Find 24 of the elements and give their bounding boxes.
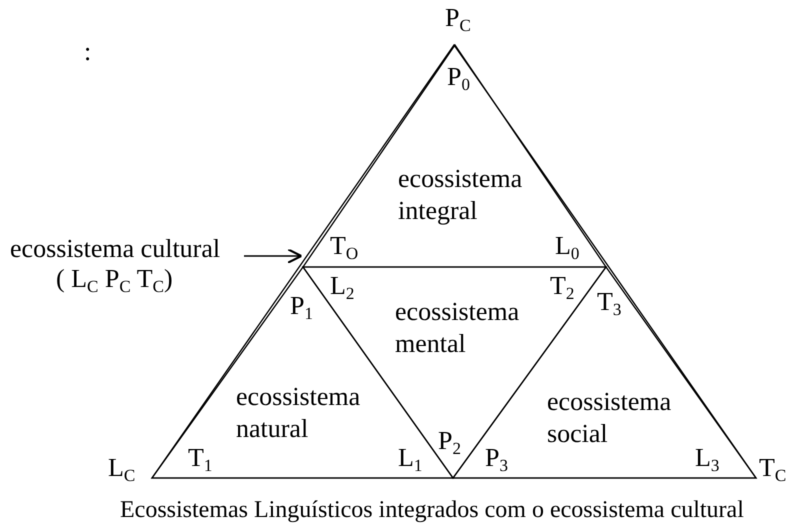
vertex-label: P$_{0}$ (447, 61, 470, 93)
arrow (244, 248, 302, 264)
region-label: ecossistema mental (395, 296, 520, 360)
region-label: ecossistema natural (236, 381, 362, 445)
vertex-label: L$_{3}$ (695, 442, 720, 474)
vertex-label: P$_{2}$ (438, 425, 461, 457)
vertex-label: T$_{3}$ (597, 286, 622, 318)
vertex-label: L$_{2}$ (330, 270, 354, 302)
vertex-label: T$_{C}$ (759, 452, 786, 484)
vertex-label: L$_{1}$ (398, 442, 422, 474)
annotation-text: ecossistema cultural (10, 233, 220, 265)
caption: Ecossistemas Linguísticos integrados com o ecossistema cultural (120, 496, 744, 525)
vertex-label: T$_{1}$ (188, 442, 212, 474)
vertex-label: P$_{C}$ (445, 2, 471, 34)
vertex-label: L$_{0}$ (555, 230, 580, 262)
vertex-label: L$_{C}$ (108, 452, 136, 484)
stray-mark: : (84, 36, 92, 68)
vertex-label: T$_{2}$ (550, 270, 574, 302)
vertex-label: P$_{3}$ (485, 442, 508, 474)
vertex-label: P$_{1}$ (290, 290, 313, 322)
region-label: ecossistema social (547, 386, 672, 450)
vertex-label: T$_{O}$ (330, 230, 358, 262)
annotation-text: ( L$_{C}$ P$_{C}$ T$_{C}$) (56, 263, 173, 295)
region-label: ecossistema integral (398, 163, 524, 227)
